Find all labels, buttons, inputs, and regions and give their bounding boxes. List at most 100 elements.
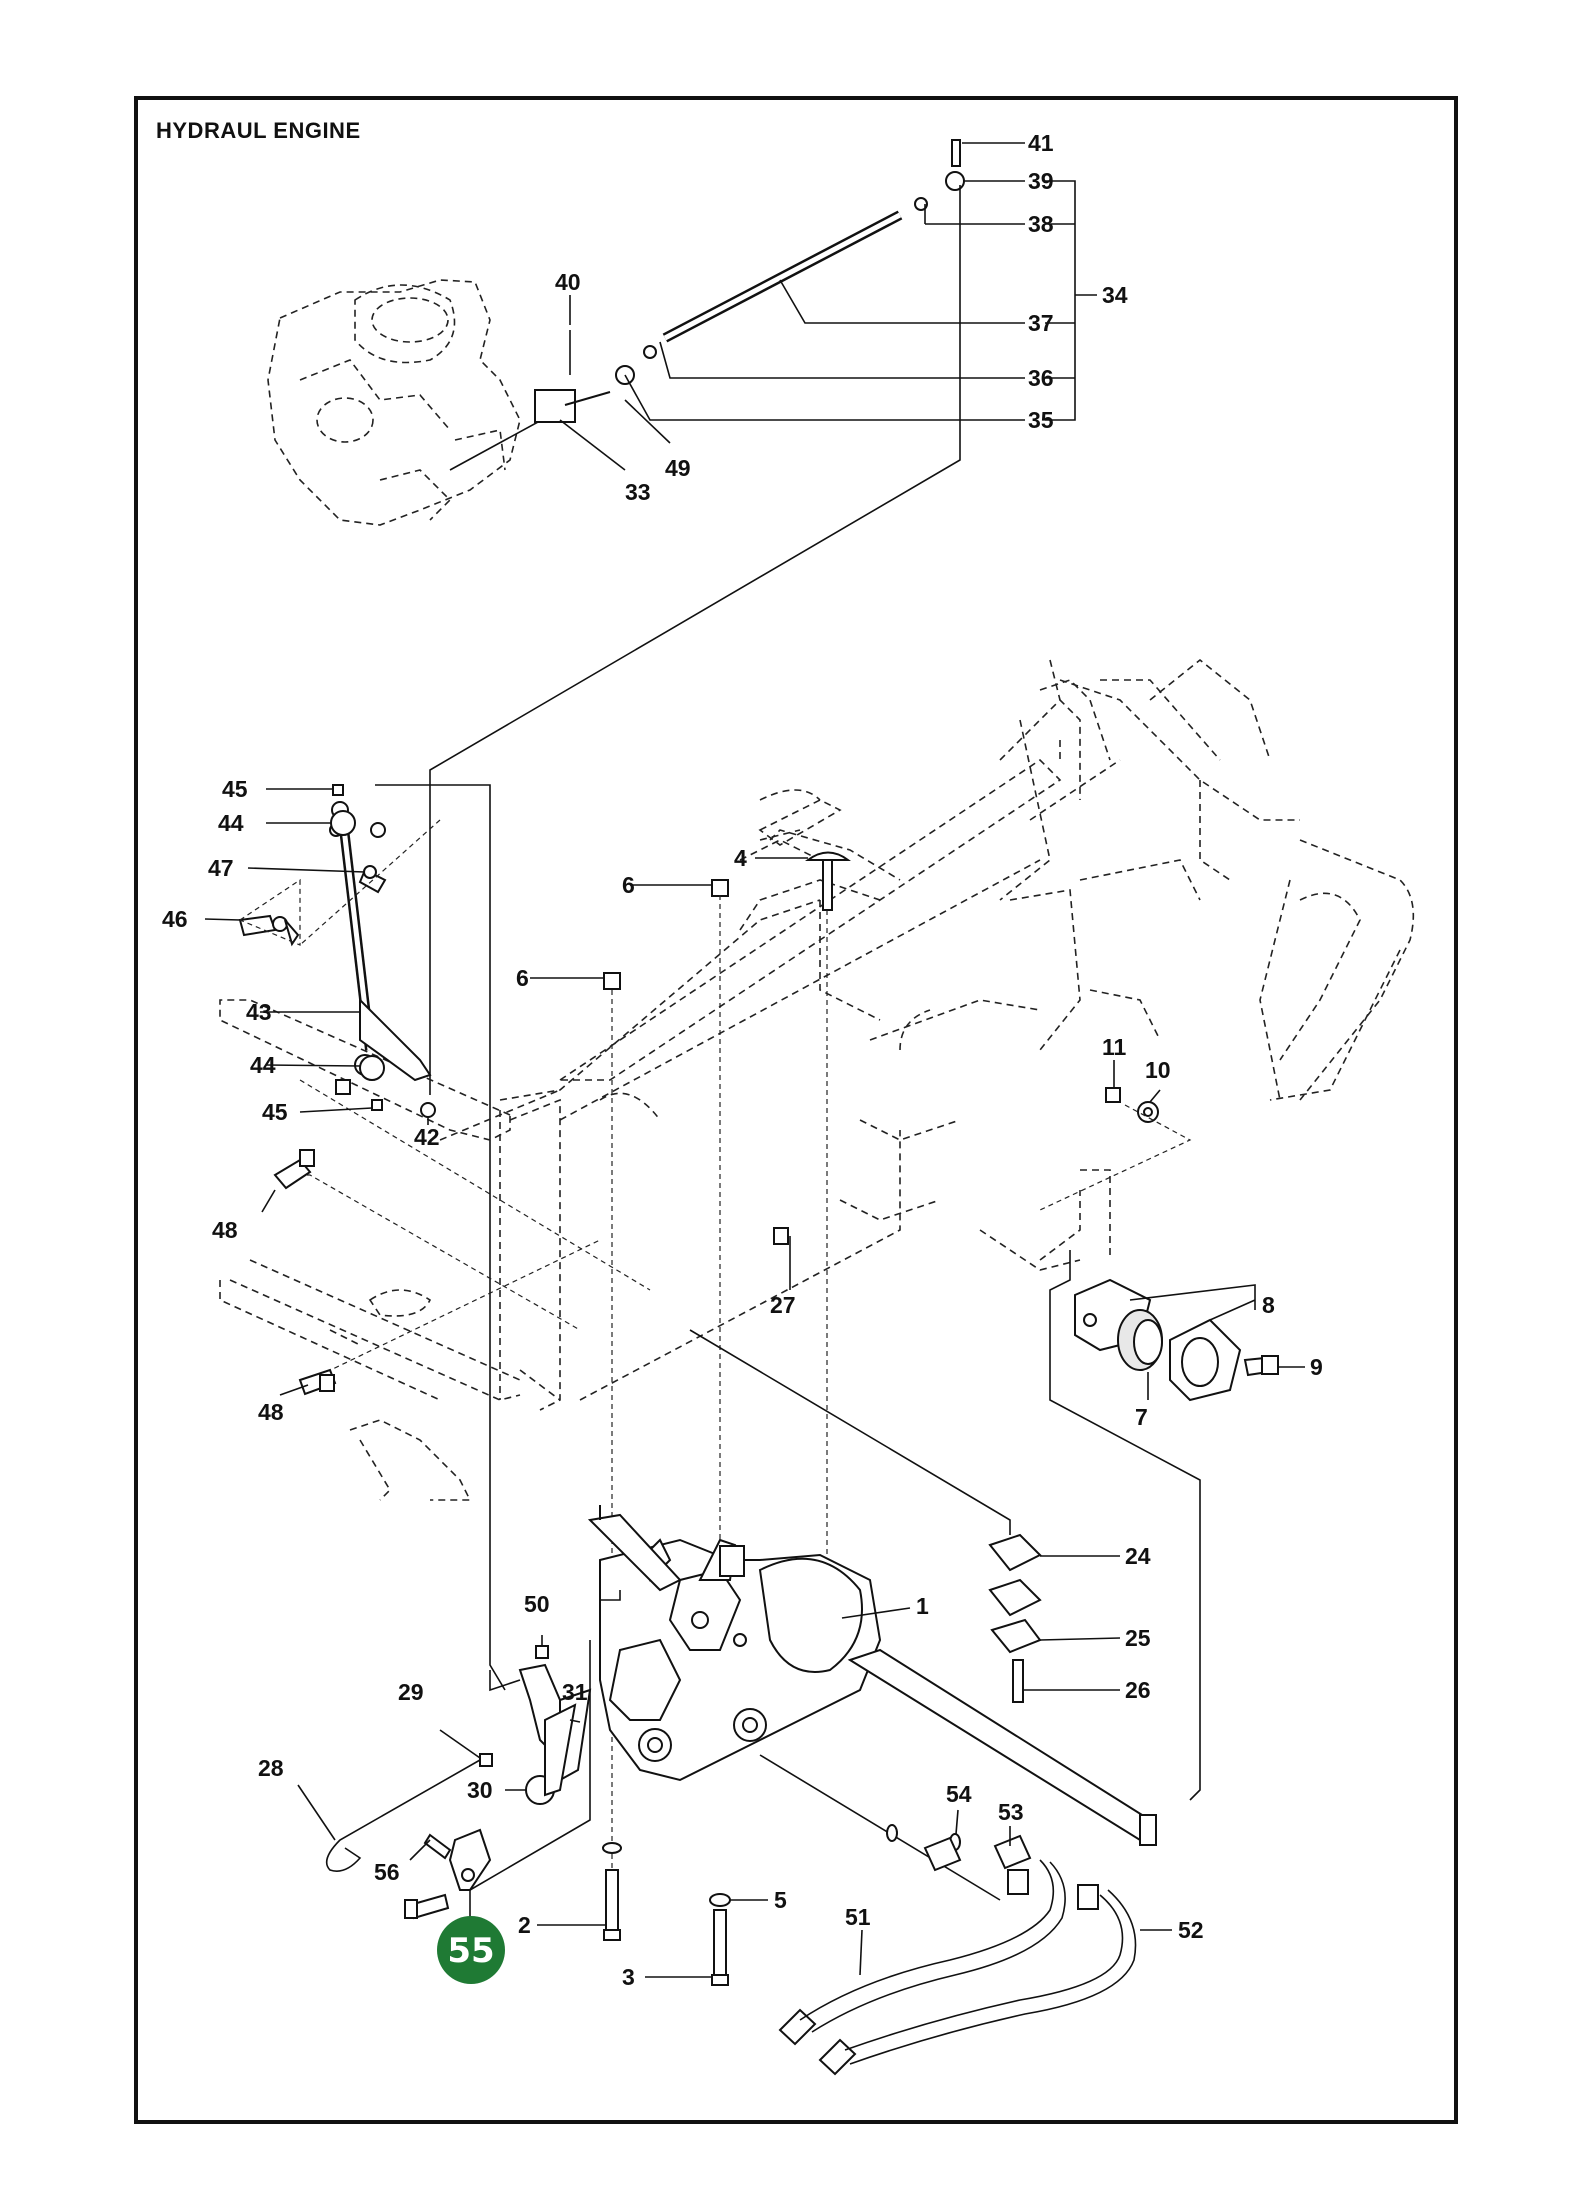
nut-6b bbox=[603, 972, 621, 990]
bolt-3-head bbox=[711, 1974, 729, 1986]
axle-bearing-group bbox=[1074, 1278, 1279, 1402]
washer-10-hole bbox=[1143, 1107, 1153, 1117]
label-54: 54 bbox=[946, 1781, 972, 1807]
label-31: 31 bbox=[562, 1679, 588, 1705]
ball-joint-44b bbox=[359, 1055, 385, 1081]
hose-52-end bbox=[1077, 1884, 1099, 1910]
label-3: 3 bbox=[622, 1964, 635, 1990]
screw-45a bbox=[332, 784, 344, 796]
guide-10-11 bbox=[1039, 1104, 1192, 1211]
label-51: 51 bbox=[845, 1904, 871, 1930]
bracket-55-hole bbox=[461, 1868, 475, 1882]
label-33: 33 bbox=[625, 479, 651, 505]
label-7: 7 bbox=[1135, 1404, 1148, 1430]
screw-45b bbox=[371, 1099, 383, 1111]
bolt-48b-head bbox=[319, 1374, 335, 1392]
label-26: 26 bbox=[1125, 1677, 1151, 1703]
bolt-40-part bbox=[564, 391, 611, 406]
highlight-badge-55[interactable]: 55 bbox=[437, 1916, 505, 1984]
label-30: 30 bbox=[467, 1777, 493, 1803]
cotter-46 bbox=[284, 919, 300, 947]
label-52: 52 bbox=[1178, 1917, 1204, 1943]
guide-48a bbox=[280, 1174, 581, 1331]
bolt-55-head bbox=[404, 1899, 418, 1919]
screw-56 bbox=[423, 1833, 452, 1860]
highlight-badge-label: 55 bbox=[447, 1931, 494, 1971]
pin-29 bbox=[479, 1753, 493, 1767]
label-44a: 44 bbox=[218, 810, 244, 836]
label-8: 8 bbox=[1262, 1292, 1275, 1318]
axle-left bbox=[587, 1513, 682, 1592]
frame-handle bbox=[758, 799, 842, 846]
leader-lines bbox=[204, 142, 1305, 1978]
label-10: 10 bbox=[1145, 1057, 1171, 1083]
label-2: 2 bbox=[518, 1912, 531, 1938]
guide-1-box bbox=[600, 1590, 621, 1601]
frame-guide-line bbox=[375, 784, 506, 1691]
bracket-33 bbox=[534, 389, 576, 423]
plate-25 bbox=[990, 1618, 1042, 1654]
label-53: 53 bbox=[998, 1799, 1024, 1825]
label-36: 36 bbox=[1028, 365, 1054, 391]
nut-27 bbox=[773, 1227, 789, 1245]
label-37: 37 bbox=[1028, 310, 1054, 336]
guide-7-to-axle bbox=[1049, 1250, 1201, 1801]
guide-24 bbox=[689, 1329, 1011, 1535]
label-48b: 48 bbox=[258, 1399, 284, 1425]
pin-46 bbox=[238, 914, 277, 937]
hose-52-nut bbox=[818, 2038, 857, 2076]
transaxle-pump bbox=[599, 1538, 882, 1782]
engine-outline bbox=[267, 279, 521, 526]
nut-6a bbox=[711, 879, 729, 897]
guide-46 bbox=[238, 878, 301, 946]
label-5: 5 bbox=[774, 1887, 787, 1913]
fitting-53a bbox=[923, 1836, 962, 1872]
o-ring-54a bbox=[886, 1824, 898, 1842]
hose-51-end bbox=[1007, 1869, 1029, 1895]
label-43: 43 bbox=[246, 999, 272, 1025]
washer-2 bbox=[602, 1842, 622, 1854]
hose-52 bbox=[844, 1889, 1137, 2065]
bolt-3 bbox=[713, 1909, 727, 1981]
lever-30-arm bbox=[544, 1703, 577, 1797]
label-56: 56 bbox=[374, 1859, 400, 1885]
label-25: 25 bbox=[1125, 1625, 1151, 1651]
label-1: 1 bbox=[916, 1593, 929, 1619]
label-24: 24 bbox=[1125, 1543, 1151, 1569]
guide-46b bbox=[299, 819, 441, 946]
guide-31 bbox=[489, 1670, 521, 1692]
label-40: 40 bbox=[555, 269, 581, 295]
hose-51 bbox=[799, 1859, 1066, 2033]
ball-joint-44a bbox=[330, 810, 356, 836]
hose-51-nut bbox=[778, 2008, 817, 2046]
control-rod-43 bbox=[329, 801, 432, 1082]
axle-right-end bbox=[1139, 1814, 1157, 1846]
label-45b: 45 bbox=[262, 1099, 288, 1125]
label-49: 49 bbox=[665, 455, 691, 481]
bushing-44b bbox=[335, 1079, 351, 1095]
bolt-26 bbox=[1012, 1659, 1024, 1703]
bolt-4-head bbox=[804, 851, 852, 861]
label-9: 9 bbox=[1310, 1354, 1323, 1380]
nut-47 bbox=[363, 865, 377, 879]
nut-42 bbox=[420, 1102, 436, 1118]
guide-56-box bbox=[469, 1640, 591, 1891]
label-35: 35 bbox=[1028, 407, 1054, 433]
spring-rod-28 bbox=[325, 1759, 481, 1872]
label-44b: 44 bbox=[250, 1052, 276, 1078]
label-42: 42 bbox=[414, 1124, 440, 1150]
tie-rod-assembly bbox=[615, 139, 965, 385]
label-38: 38 bbox=[1028, 211, 1054, 237]
bolt-2-head bbox=[603, 1929, 621, 1941]
label-45a: 45 bbox=[222, 776, 248, 802]
label-6a: 6 bbox=[622, 872, 635, 898]
bolt-4-shaft bbox=[822, 859, 833, 911]
clip-24b bbox=[988, 1578, 1042, 1617]
clip-24 bbox=[988, 1533, 1042, 1572]
guide-54 bbox=[759, 1754, 1001, 1901]
nut-50 bbox=[535, 1645, 549, 1659]
label-48a: 48 bbox=[212, 1217, 238, 1243]
guide-48b bbox=[309, 1239, 601, 1381]
label-46: 46 bbox=[162, 906, 188, 932]
label-39: 39 bbox=[1028, 168, 1054, 194]
